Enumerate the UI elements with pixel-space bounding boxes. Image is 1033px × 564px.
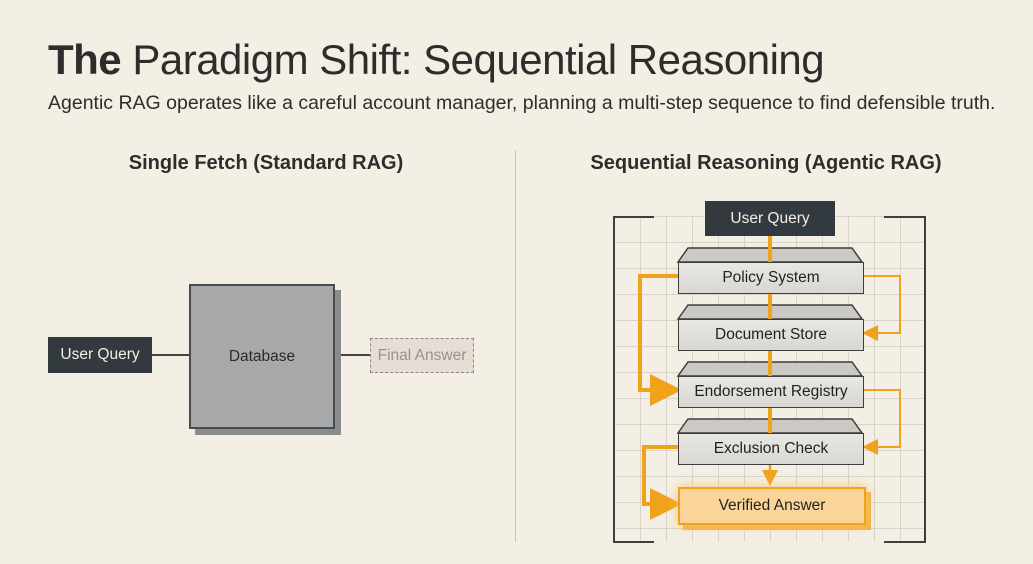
step-document-store: Document Store	[678, 319, 864, 351]
step-endorsement-registry: Endorsement Registry	[678, 376, 864, 408]
verified-answer-box: Verified Answer	[678, 487, 866, 525]
right-bracket	[884, 216, 926, 543]
left-panel-heading: Single Fetch (Standard RAG)	[128, 152, 404, 174]
right-panel-heading: Sequential Reasoning (Agentic RAG)	[590, 152, 942, 174]
title-strong: The	[48, 36, 122, 83]
left-bracket	[613, 216, 654, 543]
left-user-query-box: User Query	[48, 337, 152, 373]
page-subtitle: Agentic RAG operates like a careful acco…	[48, 92, 996, 114]
loop-policy-to-document	[862, 275, 901, 341]
panel-divider	[515, 150, 516, 542]
page-title: The Paradigm Shift: Sequential Reasoning	[48, 36, 825, 84]
step-policy-system: Policy System	[678, 262, 864, 294]
database-box: Database	[189, 284, 335, 429]
loop-endorsement-to-exclusion	[862, 389, 901, 455]
right-user-query-box: User Query	[705, 201, 835, 236]
loop-exclusion-to-verified	[642, 445, 682, 520]
connector-query-db	[152, 354, 190, 356]
connector-db-answer	[333, 354, 371, 356]
loop-policy-to-endorsement	[638, 274, 682, 406]
final-answer-box: Final Answer	[370, 338, 474, 373]
title-rest: Paradigm Shift: Sequential Reasoning	[132, 36, 825, 83]
step-exclusion-check: Exclusion Check	[678, 433, 864, 465]
